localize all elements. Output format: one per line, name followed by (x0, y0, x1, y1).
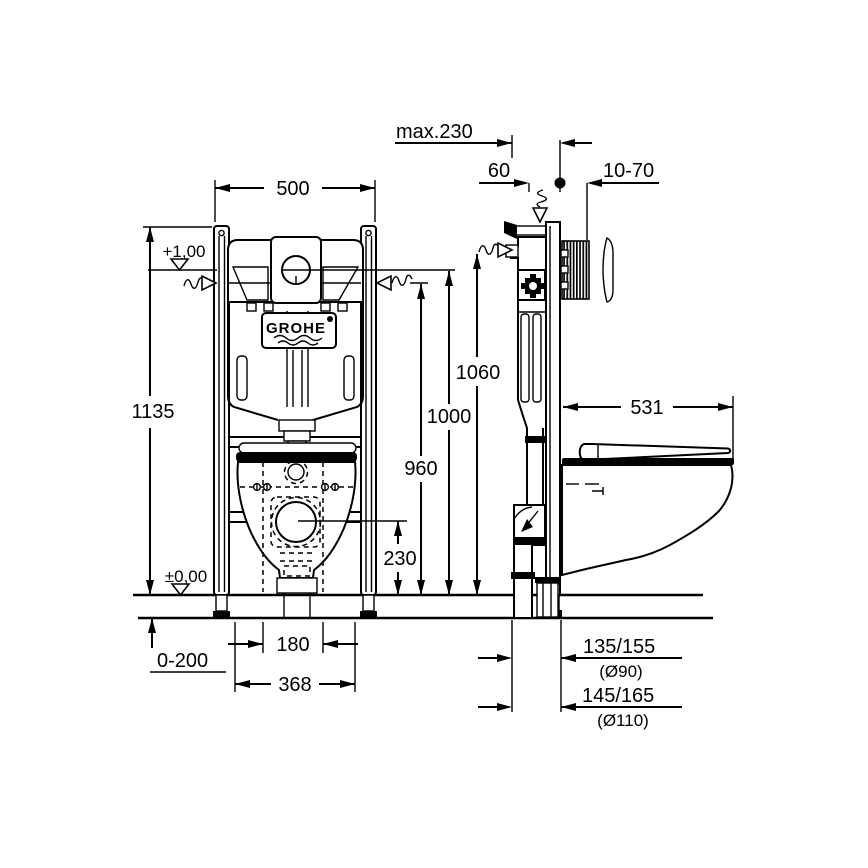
svg-text:1135: 1135 (131, 401, 174, 423)
svg-text:max.230: max.230 (396, 121, 473, 143)
dim-368: 368 (234, 622, 356, 696)
dia-90: (Ø90) (599, 662, 642, 681)
svg-text:0-200: 0-200 (157, 650, 208, 672)
svg-text:180: 180 (276, 634, 309, 656)
bowl-outlet-connector (535, 577, 561, 618)
dim-230: 230 (298, 520, 417, 595)
svg-text:1060: 1060 (456, 362, 501, 384)
svg-text:368: 368 (278, 674, 311, 696)
down-arrow-icon (531, 207, 549, 224)
dim-10-70: 10-70 (586, 160, 659, 240)
grohe-wave-icon (273, 334, 323, 342)
dim-1135: 1135 (131, 226, 212, 595)
bend-arrow-icon (497, 241, 514, 259)
adjustable-foot (362, 594, 375, 612)
svg-text:230: 230 (383, 548, 416, 570)
svg-text:1000: 1000 (427, 406, 472, 428)
wall-reference-arrow (531, 189, 549, 224)
svg-text:960: 960 (404, 458, 437, 480)
dim-500: 500 (214, 178, 376, 222)
wall-bracket (511, 225, 547, 236)
svg-text:60: 60 (488, 160, 510, 182)
level-marker-icon (169, 258, 190, 272)
inlet-connection (283, 459, 309, 485)
toilet-bowl-front (236, 442, 357, 618)
svg-text:135/155: 135/155 (583, 636, 655, 658)
bowl-outline-side (561, 464, 734, 577)
dim-145-165: 145/165 (Ø110) (478, 685, 682, 730)
grohe-logo: GROHE (261, 312, 337, 349)
cover-recess-left (231, 266, 269, 301)
pipe-centerline (554, 140, 566, 192)
flush-actuator-plate (560, 240, 590, 300)
toilet-bowl-side (561, 443, 734, 577)
dia-110: (Ø110) (597, 711, 649, 730)
adjustable-foot (215, 594, 228, 612)
dim-960: 960 (183, 274, 438, 595)
mounting-studs (252, 482, 340, 492)
frame-post-left (213, 225, 230, 618)
dimensions: 500 1135 +1,00 ±0,00 0-200 (131, 121, 734, 730)
cistern-front: GROHE (227, 236, 364, 450)
svg-text:145/165: 145/165 (582, 685, 654, 707)
cistern-side (505, 236, 546, 617)
seat-rim-band (236, 452, 357, 462)
tank-internal-right (343, 355, 355, 401)
reference-dot-icon (554, 177, 566, 189)
dim-180: 180 (228, 622, 358, 656)
shutoff-valve-icon (521, 274, 545, 298)
svg-text:±0,00: ±0,00 (165, 567, 207, 586)
grohe-logo-text: GROHE (266, 320, 326, 337)
registered-dot-icon (327, 316, 333, 322)
bowl-base (276, 577, 318, 594)
level-plus-100: +1,00 (148, 242, 217, 272)
level-zero: ±0,00 (165, 567, 207, 597)
bend-squiggle-icon (478, 243, 500, 255)
tank-internal-left (236, 355, 248, 401)
flush-pipe-collar (278, 419, 316, 432)
seat-side (578, 443, 732, 462)
frame-rail-side (544, 221, 562, 618)
bolt-hole-icon (218, 229, 225, 237)
dim-1060: 1060 (456, 241, 514, 595)
supply-squiggle-icon (183, 277, 205, 289)
flush-valve-tube (520, 313, 530, 403)
dim-135-155: 135/155 (Ø90) (478, 636, 682, 681)
dim-531: 531 (563, 396, 734, 461)
drain-outlet (275, 501, 317, 543)
rim-band-side (562, 458, 734, 465)
dim-max-230: max.230 (395, 121, 592, 158)
supply-arrow-icon (375, 274, 392, 292)
drain-elbow (513, 504, 546, 546)
svg-text:500: 500 (276, 178, 309, 200)
flush-plate-front (270, 236, 322, 304)
seat-cover-top (238, 442, 357, 454)
front-view: GROHE (213, 225, 377, 618)
dim-1000: 1000 (310, 269, 472, 595)
frame-post-right (360, 225, 377, 618)
cover-recess-right (322, 266, 360, 301)
dim-0-200: 0-200 (148, 618, 226, 673)
svg-text:531: 531 (630, 397, 663, 419)
bolt-hole-icon (365, 229, 372, 237)
supply-arrow-icon (201, 274, 218, 292)
wall-squiggle-icon (536, 189, 548, 208)
cover-plate-side (602, 237, 614, 303)
svg-text:+1,00: +1,00 (162, 242, 205, 261)
svg-text:10-70: 10-70 (603, 160, 654, 182)
dim-60: 60 (479, 160, 530, 192)
side-view (504, 221, 734, 618)
level-marker-icon (170, 583, 191, 597)
